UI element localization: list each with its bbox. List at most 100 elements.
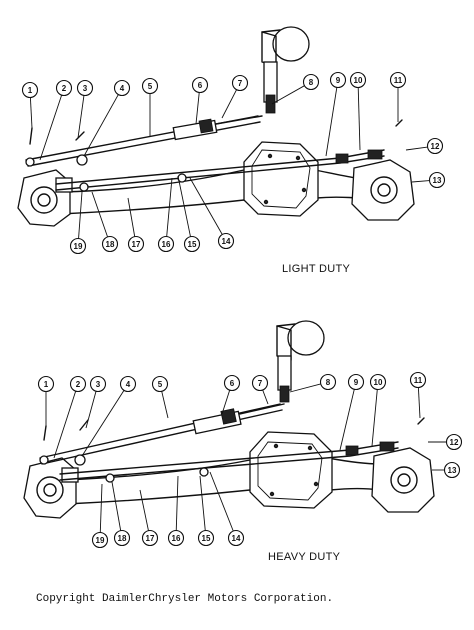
callout-number: 15 — [202, 534, 211, 543]
callout-circle — [91, 531, 109, 549]
callout-heavy-12: 12 — [445, 433, 463, 451]
callout-circle — [227, 529, 245, 547]
callout-circle — [329, 71, 347, 89]
callout-number: 4 — [126, 380, 131, 389]
left-knuckle — [23, 457, 79, 519]
callout-number: 8 — [326, 378, 331, 387]
callout-circle — [157, 235, 175, 253]
callout-leader-line — [99, 483, 103, 533]
callout-number: 1 — [44, 380, 49, 389]
callout-number: 17 — [132, 240, 141, 249]
callout-light-10: 10 — [349, 71, 367, 89]
callout-circle — [69, 237, 87, 255]
callout-number: 6 — [198, 81, 203, 90]
callout-leader-line — [357, 87, 361, 151]
callout-circle — [69, 375, 87, 393]
callout-circle — [369, 373, 387, 391]
callout-leader-line — [221, 89, 237, 119]
callout-light-4: 4 — [113, 79, 131, 97]
callout-number: 9 — [354, 378, 359, 387]
callout-leader-line — [127, 197, 136, 237]
right-knuckle — [371, 447, 435, 513]
callout-circle — [183, 235, 201, 253]
damper-reservoir — [261, 26, 310, 114]
callout-heavy-11: 11 — [409, 371, 427, 389]
callout-circle — [428, 171, 446, 189]
callout-light-15: 15 — [183, 235, 201, 253]
callout-light-19: 19 — [69, 237, 87, 255]
callout-leader-line — [221, 389, 231, 415]
callout-leader-line — [161, 391, 169, 419]
callout-heavy-1: 1 — [37, 375, 55, 393]
steering-damper — [192, 403, 285, 435]
adjuster-sleeve — [345, 445, 359, 456]
callout-number: 3 — [96, 380, 101, 389]
callout-light-16: 16 — [157, 235, 175, 253]
callout-number: 2 — [76, 380, 81, 389]
diagram-caption-heavy-duty: HEAVY DUTY — [268, 551, 341, 563]
callout-leader-line — [39, 94, 63, 161]
callout-light-6: 6 — [191, 76, 209, 94]
callout-leader-line — [195, 92, 200, 125]
callout-heavy-16: 16 — [167, 529, 185, 547]
damper-reservoir — [276, 320, 325, 403]
callout-circle — [389, 71, 407, 89]
callout-circle — [251, 374, 269, 392]
callout-circle — [409, 371, 427, 389]
callout-leader-line — [175, 475, 179, 531]
callout-heavy-5: 5 — [151, 375, 169, 393]
callout-light-17: 17 — [127, 235, 145, 253]
callout-circle — [55, 79, 73, 97]
callout-leader-line — [29, 97, 33, 129]
callout-number: 13 — [433, 176, 442, 185]
callout-number: 5 — [148, 82, 153, 91]
callout-number: 14 — [222, 237, 231, 246]
callout-leader-line — [81, 390, 125, 457]
callout-leader-line — [111, 481, 122, 531]
callout-leader-line — [83, 94, 119, 157]
callout-light-14: 14 — [217, 232, 235, 250]
callout-number: 1 — [28, 86, 33, 95]
callout-number: 12 — [450, 438, 459, 447]
callout-leader-line — [77, 95, 85, 139]
callout-leader-line — [325, 87, 338, 157]
callout-number: 8 — [309, 78, 314, 87]
callout-circle — [76, 79, 94, 97]
callout-circle — [217, 232, 235, 250]
callout-leader-line — [53, 390, 77, 459]
callout-circle — [151, 375, 169, 393]
callout-heavy-15: 15 — [197, 529, 215, 547]
callout-circle — [197, 529, 215, 547]
callout-circle — [302, 73, 320, 91]
callout-leader-line — [199, 475, 206, 531]
callout-number: 16 — [162, 240, 171, 249]
callout-heavy-18: 18 — [113, 529, 131, 547]
callout-number: 18 — [118, 534, 127, 543]
callout-circle — [127, 235, 145, 253]
callout-light-8: 8 — [302, 73, 320, 91]
callout-heavy-2: 2 — [69, 375, 87, 393]
callout-heavy-9: 9 — [347, 373, 365, 391]
callout-leader-line — [411, 180, 430, 183]
callout-heavy-14: 14 — [227, 529, 245, 547]
callout-light-5: 5 — [141, 77, 159, 95]
callout-leader-line — [339, 389, 355, 451]
adjuster-sleeve — [335, 153, 349, 164]
callout-number: 19 — [96, 536, 105, 545]
callout-leader-line — [91, 191, 108, 238]
callout-circle — [37, 375, 55, 393]
callout-number: 19 — [74, 242, 83, 251]
callout-circle — [113, 79, 131, 97]
callout-number: 18 — [106, 240, 115, 249]
callout-light-1: 1 — [21, 81, 39, 99]
callout-heavy-4: 4 — [119, 375, 137, 393]
callout-circle — [347, 373, 365, 391]
callout-number: 11 — [414, 376, 423, 385]
callout-circle — [191, 76, 209, 94]
callout-heavy-10: 10 — [369, 373, 387, 391]
heavy-duty-diagram — [23, 320, 435, 519]
callout-number: 10 — [354, 76, 363, 85]
callout-circle — [426, 137, 444, 155]
callout-number: 17 — [146, 534, 155, 543]
